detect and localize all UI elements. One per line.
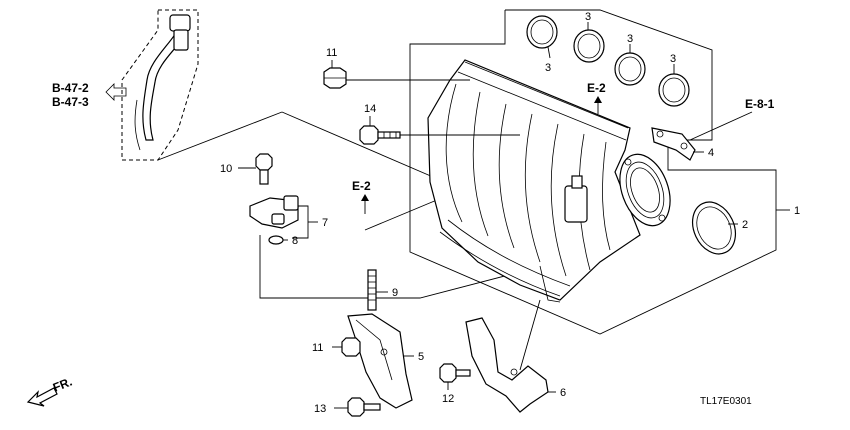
ref-e2-top[interactable]: E-2 xyxy=(587,81,606,95)
bracket-part-4 xyxy=(651,127,696,161)
throttle-gasket xyxy=(691,201,737,255)
callout-11a: 11 xyxy=(326,47,337,59)
callout-11b: 11 xyxy=(312,342,323,354)
ref-b47-3[interactable]: B-47-3 xyxy=(52,95,89,109)
callout-3d: 3 xyxy=(670,53,676,65)
reference-arrow-b47 xyxy=(105,83,127,101)
bracket-part-5-rib xyxy=(355,319,393,381)
callout-4: 4 xyxy=(708,147,714,159)
bracket-6-mount-leader xyxy=(519,299,541,371)
ref-e81[interactable]: E-8-1 xyxy=(745,97,775,111)
o-ring-part-8 xyxy=(268,235,284,245)
intake-manifold xyxy=(427,59,641,303)
callout-14: 14 xyxy=(364,103,376,115)
callout-8: 8 xyxy=(292,235,298,247)
callout-2: 2 xyxy=(742,219,748,231)
front-direction-arrow xyxy=(26,387,58,407)
callout-6: 6 xyxy=(560,387,566,399)
stud-part-9 xyxy=(367,269,377,311)
pcv-hose-lower xyxy=(134,99,141,151)
callout-3c: 3 xyxy=(627,33,633,45)
callout-13: 13 xyxy=(314,403,326,415)
front-direction-label: FR. xyxy=(51,375,74,395)
callout-1: 1 xyxy=(794,205,800,217)
bolt-part-13 xyxy=(347,397,381,417)
callout-leader-3a xyxy=(547,46,551,59)
diagram-code: TL17E0301 xyxy=(700,396,752,407)
callout-9: 9 xyxy=(392,287,398,299)
callout-10: 10 xyxy=(220,163,232,175)
callout-12: 12 xyxy=(442,393,454,405)
e2-top-arrowhead xyxy=(594,96,602,103)
ref-b47-2[interactable]: B-47-2 xyxy=(52,81,89,95)
callout-3b: 3 xyxy=(585,11,591,23)
nut-part-11-bottom xyxy=(341,337,361,357)
assembly-boundary-line xyxy=(409,9,777,335)
bracket-hole-b xyxy=(680,142,688,150)
map-sensor-part-7 xyxy=(249,195,299,229)
ref-e2-left[interactable]: E-2 xyxy=(352,179,371,193)
bracket-part-5-hole xyxy=(380,348,388,356)
callout-7: 7 xyxy=(322,217,328,229)
throttle-flange xyxy=(619,153,671,227)
bolt-part-12 xyxy=(439,363,471,383)
callout-3a: 3 xyxy=(545,62,551,74)
pcv-connector xyxy=(169,14,191,32)
nut-part-11-top xyxy=(323,67,347,89)
bracket-part-6 xyxy=(465,317,549,413)
sensor-bottom-leader xyxy=(259,235,521,299)
bolt-part-10 xyxy=(255,153,273,185)
e81-leader xyxy=(689,111,753,141)
bracket-part-5 xyxy=(347,313,413,409)
port-gaskets xyxy=(526,15,690,107)
bracket-part-6-hole xyxy=(510,368,518,376)
e2-left-arrowhead xyxy=(361,194,369,201)
pcv-fitting xyxy=(173,29,189,51)
callout-5: 5 xyxy=(418,351,424,363)
hose-leader xyxy=(157,111,283,161)
bracket-hole-a xyxy=(656,130,664,138)
bolt-part-14 xyxy=(359,125,401,145)
